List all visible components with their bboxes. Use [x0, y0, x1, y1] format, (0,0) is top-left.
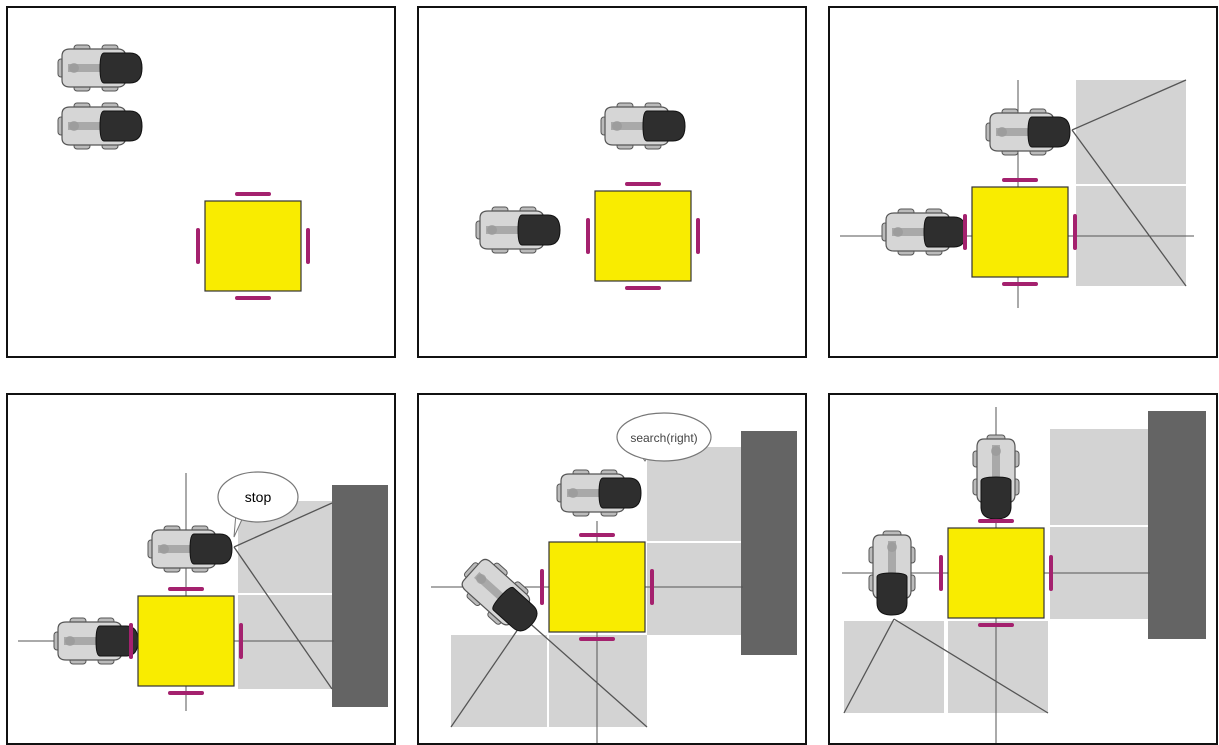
- sensor-zone: [647, 543, 741, 635]
- speech-bubble: [217, 471, 299, 523]
- sensor-zone: [451, 635, 547, 727]
- speech-bubble-text: search(right): [630, 431, 697, 445]
- robot: [57, 44, 143, 92]
- robot: [556, 469, 642, 517]
- robot: [600, 102, 686, 150]
- panel-6: [828, 393, 1218, 745]
- sensor-zone: [647, 447, 741, 541]
- sensor-zone: [844, 621, 944, 713]
- panel-3: [828, 6, 1218, 358]
- panel-2: [417, 6, 807, 358]
- robot: [881, 208, 967, 256]
- yellow-box: [195, 191, 311, 301]
- sensor-zone: [238, 595, 334, 689]
- robot: [972, 434, 1020, 520]
- wall: [741, 431, 797, 655]
- panel-1: [6, 6, 396, 358]
- wall: [1148, 411, 1206, 639]
- robot: [53, 617, 139, 665]
- sensor-zone: [549, 635, 647, 727]
- robot: [985, 108, 1071, 156]
- robot: [868, 530, 916, 616]
- robot: [57, 102, 143, 150]
- panel-4: stop: [6, 393, 396, 745]
- robot: [475, 206, 561, 254]
- robot: [147, 525, 233, 573]
- yellow-box: [962, 177, 1078, 287]
- panel-5: search(right): [417, 393, 807, 745]
- robot: [453, 550, 548, 643]
- sensor-zone: [948, 621, 1048, 713]
- yellow-box: [585, 181, 701, 291]
- wall: [332, 485, 388, 707]
- yellow-box: [539, 532, 655, 642]
- sensor-zone: [1050, 429, 1148, 525]
- yellow-box: [128, 586, 244, 696]
- yellow-box: [938, 518, 1054, 628]
- speech-bubble-text: stop: [245, 489, 272, 505]
- sensor-zone: [1076, 80, 1186, 184]
- speech-bubble: [616, 412, 712, 462]
